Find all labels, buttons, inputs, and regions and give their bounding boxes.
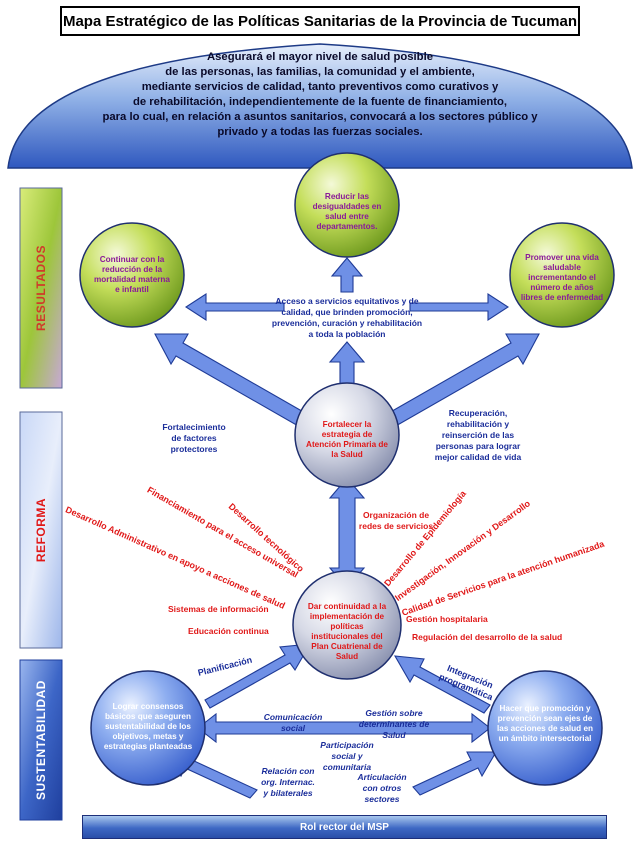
- arrow-center-to-left: [154, 333, 308, 428]
- protective-label: Fortalecimiento de factores protectores: [162, 422, 226, 454]
- reform-regulation: Regulación del desarrollo de la salud: [412, 632, 563, 642]
- mission-line: de las personas, las familias, la comuni…: [165, 66, 475, 78]
- circle-top: [294, 152, 400, 258]
- circle-left-text: Continuar con la reducción de la mortali…: [94, 255, 170, 294]
- arrow-to-top-circle: [330, 257, 364, 293]
- rector-bar: Rol rector del MSP: [82, 815, 607, 839]
- relations-label: Relación con org. Internac. y bilaterale…: [261, 766, 315, 798]
- circle-center-text: Fortalecer la estrategia de Atención Pri…: [306, 420, 388, 459]
- circle-bottom-left-text: Lograr consensos básicos que aseguren su…: [103, 702, 193, 751]
- articulation-label: Articulación con otros sectores: [357, 772, 407, 804]
- section-reforma-label: REFORMA: [34, 497, 49, 563]
- reform-hospital: Gestión hospitalaria: [406, 614, 488, 624]
- arrow-integration: [393, 655, 491, 714]
- arrow-to-right-circle: [409, 292, 510, 322]
- circle-bottom-right: [487, 670, 603, 786]
- reform-education: Educación continua: [188, 626, 269, 636]
- band-reforma: [19, 411, 63, 649]
- arrow-center-up: [328, 341, 366, 389]
- section-resultados: RESULTADOS: [20, 188, 62, 388]
- recovery-label: Recuperación, rehabilitación y reinserci…: [434, 408, 522, 462]
- circle-right-text: Promover una vida saludable incrementand…: [520, 253, 604, 302]
- section-reforma: REFORMA: [20, 412, 62, 648]
- circle-lower-center-text: Dar continuidad a la implementación de p…: [307, 602, 387, 661]
- mission-line: mediante servicios de calidad, tanto pre…: [141, 81, 499, 93]
- section-resultados-label: RESULTADOS: [34, 245, 49, 331]
- arrow-planning: [204, 643, 312, 709]
- circle-right: [509, 222, 615, 328]
- band-resultados: [19, 187, 63, 389]
- arrow-lower-right: [412, 751, 497, 796]
- band-sustentabilidad: [19, 659, 63, 821]
- page-title: Mapa Estratégico de las Políticas Sanita…: [60, 6, 580, 36]
- arrows: [154, 257, 540, 799]
- arrow-to-left-circle: [184, 292, 285, 322]
- mission-text: Asegurará el mayor nivel de salud posibl…: [70, 50, 570, 140]
- section-sustentabilidad: SUSTENTABILIDAD: [20, 660, 62, 820]
- determinants-label: Gestión sobre determinantes de Salud: [358, 708, 430, 740]
- communication-label: Comunicación social: [263, 712, 323, 733]
- arrow-center-to-right: [386, 333, 540, 428]
- rector-bar-label: Rol rector del MSP: [300, 821, 389, 833]
- circle-bottom-right-text: Hacer que promoción y prevención sean ej…: [496, 704, 594, 743]
- circle-left: [79, 222, 185, 328]
- network-label: Organización de redes de servicios: [358, 510, 434, 531]
- circle-lower-center: [292, 570, 402, 680]
- participation-label: Participación social y comunitaria: [320, 740, 374, 772]
- arrow-bottom-double: [197, 712, 491, 744]
- mission-line: privado y a todas las fuerzas sociales.: [217, 126, 423, 138]
- circle-bottom-left: [90, 670, 206, 786]
- reform-info: Sistemas de información: [168, 604, 269, 614]
- mission-dome: [7, 43, 633, 169]
- circle-top-text: Reducir las desigualdades en salud entre…: [312, 192, 382, 231]
- circle-center: [294, 382, 400, 488]
- access-label: Acceso a servicios equitativos y de cali…: [271, 296, 423, 339]
- mission-line: para lo cual, en relación a asuntos sani…: [102, 111, 538, 123]
- section-sustentabilidad-label: SUSTENTABILIDAD: [34, 680, 49, 800]
- mission-line: Asegurará el mayor nivel de salud posibl…: [206, 51, 434, 63]
- mission-line: de rehabilitación, independientemente de…: [132, 96, 508, 108]
